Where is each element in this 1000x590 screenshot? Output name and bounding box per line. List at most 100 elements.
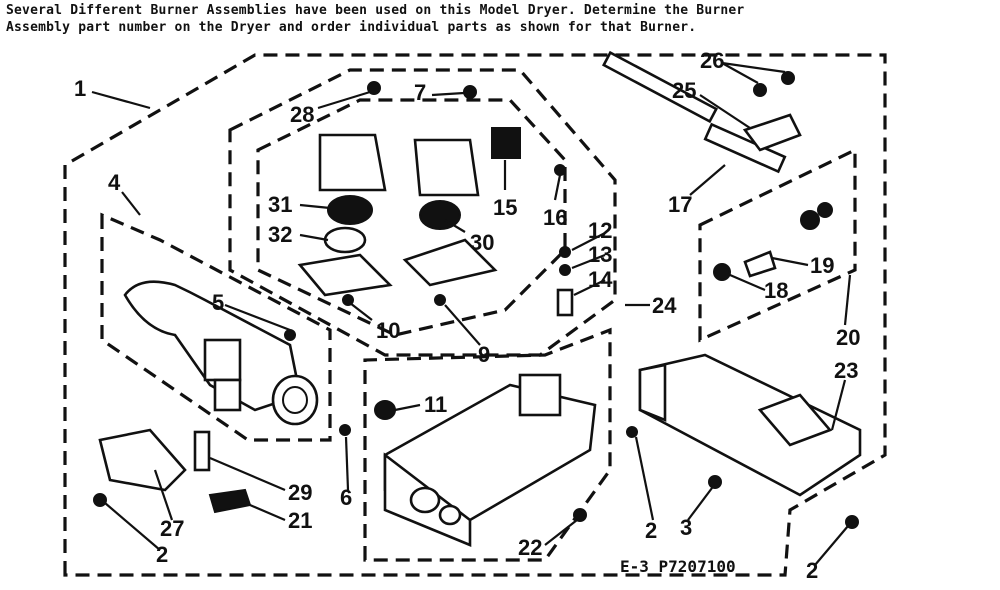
callout-28: 28	[290, 102, 314, 127]
leader-31	[299, 203, 331, 210]
callout-25: 25	[672, 78, 696, 103]
leader-3	[687, 487, 713, 521]
screw-2-left	[93, 493, 107, 507]
callout-19: 19	[810, 253, 834, 278]
burner-tube-outline	[100, 212, 332, 442]
coil-bracket-left	[318, 133, 387, 192]
screw-26-b	[781, 71, 795, 85]
leader-4	[121, 191, 141, 216]
screw-22	[573, 508, 587, 522]
screw-16	[554, 164, 566, 176]
instruction-note: Several Different Burner Assemblies have…	[6, 2, 996, 36]
callout-21: 21	[288, 508, 312, 533]
burner-orifice-ring	[282, 386, 308, 414]
burner-assembly-outline	[63, 53, 887, 577]
bracket-rib	[757, 393, 833, 447]
igniter-outline	[698, 147, 857, 343]
callout-7: 7	[414, 80, 426, 105]
instruction-line-1: Several Different Burner Assemblies have…	[6, 3, 745, 18]
leader-5	[224, 303, 291, 332]
leader-12	[571, 232, 606, 251]
valve-inlet-port	[409, 486, 441, 514]
callout-26: 26	[700, 48, 724, 73]
bracket-flange	[638, 363, 667, 422]
callout-16: 16	[543, 205, 567, 230]
callout-6: 6	[340, 485, 352, 510]
leader-11	[394, 403, 421, 412]
callout-17: 17	[668, 192, 692, 217]
coil-bracket-right	[413, 138, 480, 197]
igniter-19	[743, 250, 777, 278]
screw-26-a	[753, 83, 767, 97]
leader-6	[344, 436, 350, 491]
part-29	[193, 430, 211, 472]
coil-base-right	[402, 238, 498, 287]
coil-group-outline	[256, 98, 567, 337]
leader-9	[444, 304, 481, 346]
screw-5	[284, 329, 296, 341]
bracket-27	[98, 428, 187, 492]
leader-27	[153, 469, 174, 521]
part-14	[556, 288, 574, 317]
leader-10	[349, 302, 373, 321]
leader-32	[299, 233, 329, 242]
callout-30: 30	[470, 230, 494, 255]
leader-23	[830, 379, 847, 431]
sensor-bracket-25	[742, 113, 802, 152]
diagram-code: E-3 P7207100	[620, 557, 736, 576]
part-13	[559, 264, 571, 276]
leader-17	[689, 164, 726, 196]
callout-9: 9	[478, 342, 490, 367]
leader-13	[571, 253, 606, 270]
valve-outlet-port	[438, 504, 462, 526]
leader-18	[729, 273, 766, 292]
leader-26	[721, 61, 786, 84]
screw-2-mid	[626, 426, 638, 438]
callout-27: 27	[160, 516, 184, 541]
callout-3: 3	[680, 515, 692, 540]
callout-13: 13	[588, 242, 612, 267]
callout-2-right: 2	[806, 558, 818, 583]
nut-11	[374, 400, 396, 420]
leader-1	[91, 90, 151, 110]
part-12	[559, 246, 571, 258]
terminal-block-15	[491, 127, 521, 159]
valve-body-outline	[363, 327, 612, 562]
screw-28	[367, 81, 381, 95]
flame-sensor-17	[703, 122, 787, 174]
callout-23: 23	[834, 358, 858, 383]
leader-29	[209, 456, 286, 492]
instruction-line-2: Assembly part number on the Dryer and or…	[6, 20, 697, 35]
callout-1: 1	[74, 76, 86, 101]
callout-5: 5	[212, 290, 224, 315]
callout-18: 18	[764, 278, 788, 303]
screw-2-right	[845, 515, 859, 529]
burner-orifice-end	[271, 374, 319, 426]
burner-tube-bracket	[213, 378, 242, 412]
leader-7	[431, 91, 465, 97]
leader-19	[771, 256, 809, 267]
leader-22	[544, 519, 578, 546]
callout-14: 14	[588, 267, 613, 292]
burner-tube-collar	[203, 338, 242, 382]
leader-14	[573, 279, 606, 296]
screw-6	[339, 424, 351, 436]
screw-9	[434, 294, 446, 306]
valve-subassembly-outline	[228, 68, 617, 357]
callout-2-left: 2	[156, 542, 168, 567]
callout-10: 10	[376, 318, 400, 343]
coil-32	[323, 226, 367, 254]
callout-11: 11	[424, 392, 447, 417]
callout-4: 4	[108, 170, 121, 195]
leader-25	[699, 94, 751, 129]
valve-solenoid-housing	[518, 373, 562, 417]
callout-15: 15	[493, 195, 517, 220]
leader-21	[249, 503, 286, 522]
igniter-terminal	[800, 210, 820, 230]
igniter-18	[713, 263, 731, 281]
callout-20: 20	[836, 325, 860, 350]
part-21	[208, 488, 252, 514]
leader-30	[444, 219, 466, 233]
screw-7	[463, 85, 477, 99]
